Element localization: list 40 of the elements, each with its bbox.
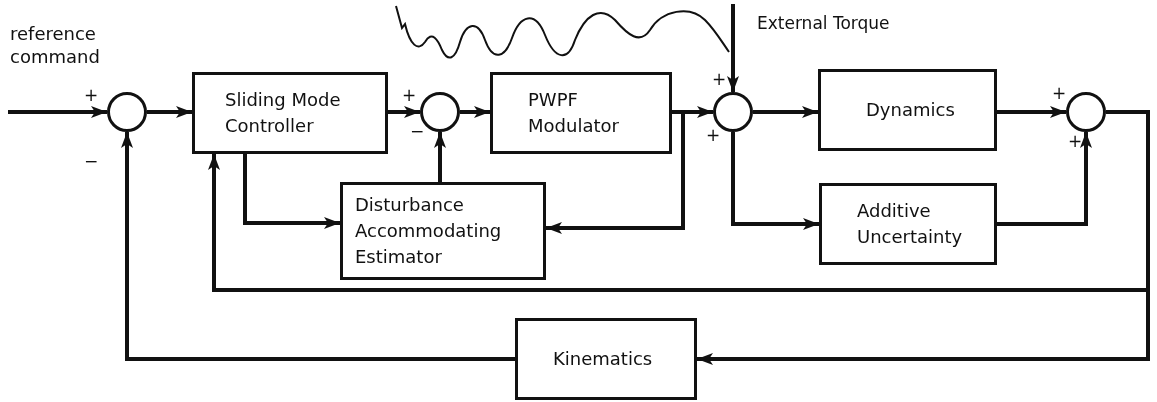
signal-label: reference command bbox=[10, 22, 101, 69]
block-label: Dynamics bbox=[866, 97, 956, 122]
sign-label: + bbox=[84, 84, 100, 107]
sign-label: − bbox=[410, 120, 426, 143]
summing-junction bbox=[107, 92, 147, 132]
sign-label: + bbox=[1068, 130, 1084, 153]
summing-junction bbox=[420, 92, 460, 132]
arrow bbox=[434, 132, 446, 182]
arrow bbox=[546, 110, 685, 234]
block-box bbox=[340, 182, 546, 280]
arrow bbox=[727, 4, 739, 92]
signal-label: External Torque bbox=[757, 12, 891, 35]
block-label: Disturbance Accommodating Estimator bbox=[355, 192, 503, 270]
block-box bbox=[515, 318, 697, 400]
arrow bbox=[388, 106, 420, 118]
block-label: Sliding Mode Controller bbox=[225, 87, 342, 138]
sign-label: + bbox=[402, 84, 418, 107]
block-label: Additive Uncertainty bbox=[857, 198, 964, 249]
arrow bbox=[997, 106, 1066, 118]
block-label: Kinematics bbox=[553, 346, 654, 371]
arrow bbox=[753, 106, 818, 118]
arrow bbox=[8, 106, 107, 118]
sign-label: + bbox=[712, 68, 728, 91]
arrow bbox=[997, 132, 1092, 226]
block-label: PWPF Modulator bbox=[528, 87, 620, 138]
block-box bbox=[818, 69, 997, 151]
summing-junction bbox=[1066, 92, 1106, 132]
sign-label: + bbox=[706, 124, 722, 147]
disturbance-wave-drawing bbox=[395, 4, 731, 62]
sign-label: + bbox=[1052, 82, 1068, 105]
sign-label: − bbox=[84, 150, 100, 173]
arrow bbox=[731, 132, 819, 230]
arrow bbox=[460, 106, 490, 118]
arrow bbox=[147, 106, 192, 118]
block-box bbox=[490, 72, 672, 154]
block-box bbox=[192, 72, 388, 154]
arrow bbox=[121, 132, 515, 361]
arrow bbox=[243, 154, 340, 229]
block-box bbox=[819, 183, 997, 265]
arrow bbox=[697, 110, 1150, 365]
